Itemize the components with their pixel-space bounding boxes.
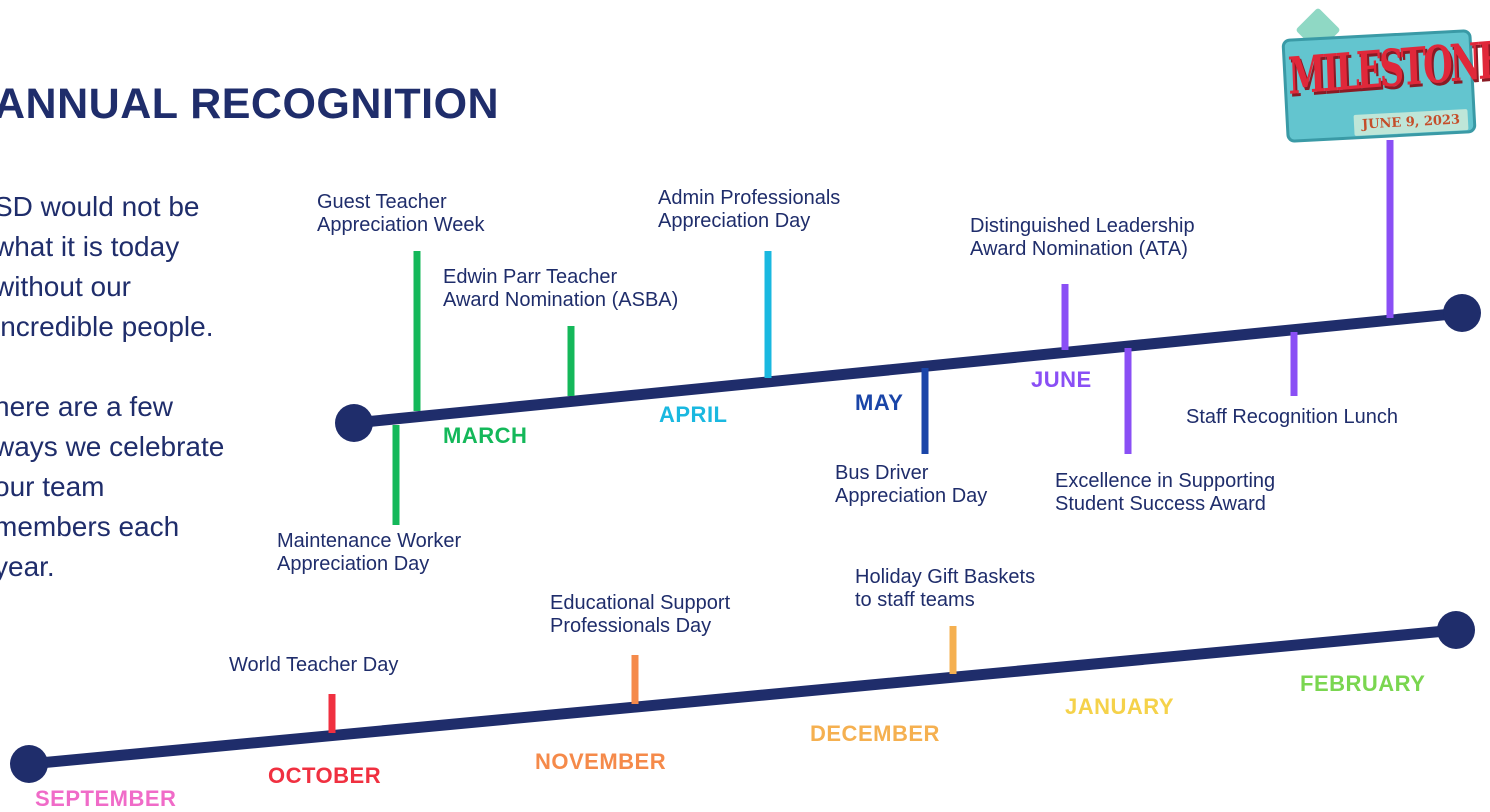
month-october: OCTOBER [268, 763, 382, 788]
intro-line: ways we celebrate [0, 431, 225, 462]
intro-line: our team [0, 471, 105, 502]
event-admin-professionals: Admin Professionals Appreciation Day [658, 187, 841, 232]
intro-line: what it is today [0, 231, 180, 262]
intro-paragraph-1: SD would not be what it is today without… [0, 187, 254, 347]
month-february: FEBRUARY [1300, 671, 1426, 696]
event-holiday-gift: Holiday Gift Baskets to staff teams [855, 566, 1036, 611]
lower-timeline-line [23, 624, 1462, 770]
event-educational-support: Educational Support Professionals Day [550, 592, 731, 637]
month-may: MAY [855, 390, 904, 415]
event-bus-driver: Bus Driver Appreciation Day [835, 462, 988, 507]
intro-line: year. [0, 551, 55, 582]
event-edwin-parr: Edwin Parr Teacher Award Nomination (ASB… [443, 266, 679, 311]
intro-paragraph-2: here are a few ways we celebrate our tea… [0, 387, 254, 587]
event-distinguished-leadership: Distinguished Leadership Award Nominatio… [970, 215, 1195, 260]
event-maintenance-worker: Maintenance Worker Appreciation Day [277, 530, 462, 575]
month-december: DECEMBER [810, 721, 940, 746]
month-january: JANUARY [1065, 694, 1175, 719]
page-title: ANNUAL RECOGNITION [0, 80, 500, 128]
intro-line: incredible people. [0, 311, 214, 342]
event-staff-recognition: Staff Recognition Lunch [1186, 406, 1399, 428]
event-guest-teacher: Guest Teacher Appreciation Week [317, 191, 485, 236]
upper-timeline-line [348, 307, 1468, 429]
lower-timeline-end-dot [1437, 611, 1475, 649]
milestones-logo: MILESTONES JUNE 9, 2023 [1281, 7, 1490, 148]
intro-line: members each [0, 511, 180, 542]
month-september: SEPTEMBER [35, 786, 177, 811]
intro-line: SD would not be [0, 191, 200, 222]
intro-line: here are a few [0, 391, 173, 422]
month-november: NOVEMBER [535, 749, 667, 774]
month-april: APRIL [659, 402, 728, 427]
month-june: JUNE [1031, 367, 1092, 392]
event-excellence-supporting: Excellence in Supporting Student Success… [1055, 470, 1276, 515]
lower-timeline-start-dot [10, 745, 48, 783]
intro-line: without our [0, 271, 131, 302]
month-march: MARCH [443, 423, 528, 448]
upper-timeline-end-dot [1443, 294, 1481, 332]
event-world-teacher: World Teacher Day [229, 654, 399, 676]
upper-timeline-start-dot [335, 404, 373, 442]
